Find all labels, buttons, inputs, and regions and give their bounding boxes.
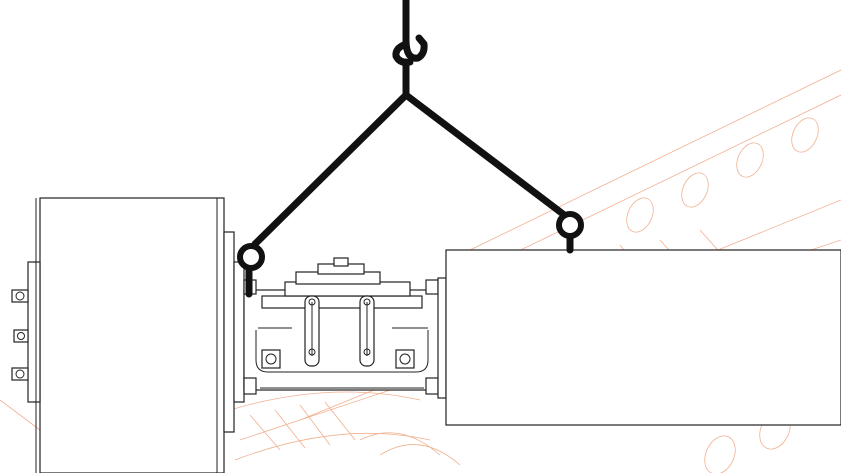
lifting-sling (245, 58, 574, 298)
crane-hook-icon (392, 0, 428, 66)
motor-drum (27, 197, 245, 473)
lifting-eye-icon (237, 243, 265, 271)
hex-bolt-icon (243, 377, 257, 395)
gearbox-housing (243, 257, 441, 391)
hex-bolt-icon (13, 329, 29, 343)
hex-bolt-icon (261, 349, 281, 369)
hex-bolt-icon (425, 377, 439, 395)
hex-bolt-icon (425, 279, 439, 295)
hex-bolt-icon (11, 367, 29, 381)
hex-bolt-icon (11, 289, 29, 303)
hex-bolt-icon (395, 349, 415, 369)
lifting-eye-icon (556, 211, 584, 239)
right-shaft-housing (437, 249, 841, 426)
